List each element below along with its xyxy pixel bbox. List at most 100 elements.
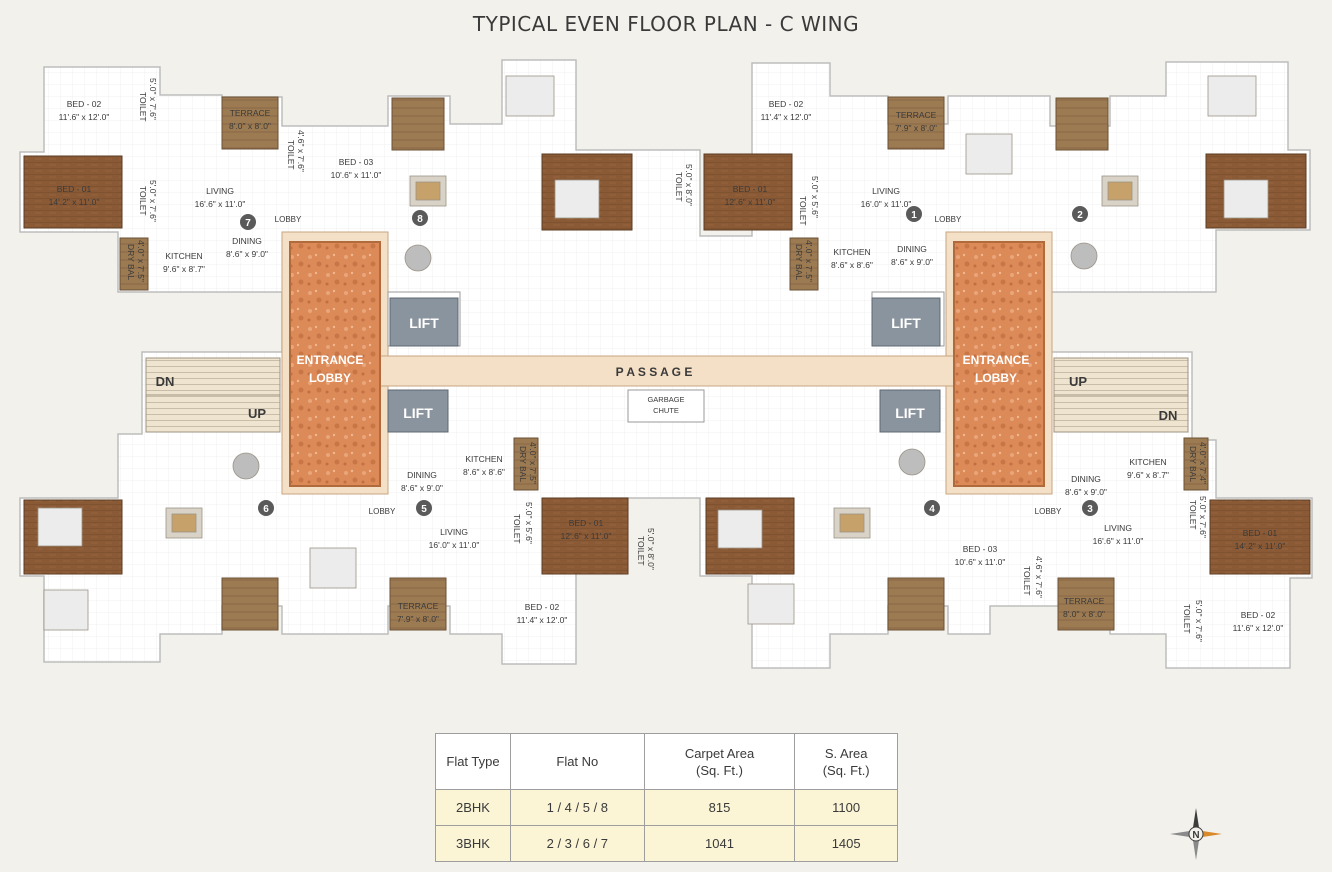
- room-dimension: 16'.0" x 11'.0": [429, 540, 480, 550]
- room-dimension: 5'.0" x 7'.6": [1198, 496, 1208, 538]
- room-label: TOILET: [286, 140, 296, 170]
- room-label: DRY BAL: [794, 244, 804, 280]
- stair-up-label: UP: [248, 406, 266, 421]
- lobby-label: LOBBY: [935, 215, 962, 224]
- room-dimension: 8'.0" x 8'.0": [1063, 609, 1105, 619]
- room-dimension: 9'.6" x 8'.7": [163, 264, 205, 274]
- lift-4: [879, 389, 941, 433]
- room-dimension: 4'.0" x 7'.5": [136, 240, 146, 282]
- room-label: LIVING: [440, 527, 468, 537]
- flat-number: 7: [245, 218, 251, 229]
- room-label: DINING: [232, 236, 262, 246]
- room-dimension: 11'.4" x 12'.0": [517, 615, 568, 625]
- lift-2: [871, 297, 941, 347]
- lift-label: LIFT: [409, 315, 439, 331]
- room-label: TERRACE: [896, 110, 937, 120]
- room-dimension: 7'.9" x 8'.0": [397, 614, 439, 624]
- room-label: TOILET: [636, 536, 646, 566]
- room-dimension: 4'.6" x 7'.6": [1034, 556, 1044, 598]
- room-dimension: 12'.6" x 11'.0": [561, 531, 612, 541]
- lift-label: LIFT: [895, 405, 925, 421]
- lobby-label: LOBBY: [369, 507, 396, 516]
- table-cell: 815: [643, 789, 796, 826]
- room-label: BED - 03: [339, 157, 374, 167]
- room-label: DINING: [407, 470, 437, 480]
- lift-3: [387, 389, 449, 433]
- entrance-lobby-left-label: LOBBY: [309, 371, 351, 385]
- stair-down-label: DN: [156, 374, 175, 389]
- room-dimension: 4'.6" x 7'.6": [296, 130, 306, 172]
- room-dimension: 5'.0" x 5'.6": [524, 502, 534, 544]
- room-label: TOILET: [512, 514, 522, 544]
- room-label: BED - 02: [769, 99, 804, 109]
- table-cell: 1041: [643, 825, 796, 862]
- room-label: KITCHEN: [165, 251, 202, 261]
- room-dimension: 9'.6" x 8'.7": [1127, 470, 1169, 480]
- room-dimension: 11'.6" x 12'.0": [1233, 623, 1284, 633]
- room-label: BED - 03: [963, 544, 998, 554]
- room-dimension: 10'.6" x 11'.0": [955, 557, 1006, 567]
- table-header: S. Area(Sq. Ft.): [794, 733, 898, 790]
- room-label: TOILET: [798, 196, 808, 226]
- terraces: [119, 96, 1209, 631]
- flat-number: 6: [263, 504, 269, 515]
- room-label: TOILET: [1188, 500, 1198, 530]
- room-label: TOILET: [138, 92, 148, 122]
- central-core: [145, 231, 1189, 495]
- stair-up-label: UP: [1069, 374, 1087, 389]
- table-header: Carpet Area(Sq. Ft.): [643, 733, 796, 790]
- area-table: Flat Type Flat No Carpet Area(Sq. Ft.) S…: [435, 733, 898, 862]
- room-label: LIVING: [206, 186, 234, 196]
- room-label: DRY BAL: [126, 244, 136, 280]
- table-cell: 3BHK: [435, 825, 511, 862]
- room-dimension: 7'.9" x 8'.0": [895, 123, 937, 133]
- room-label: BED - 01: [57, 184, 92, 194]
- room-label: LIVING: [1104, 523, 1132, 533]
- table-row: 2BHK 1 / 4 / 5 / 8 815 1100: [435, 789, 898, 826]
- passage-label: P A S S A G E: [616, 365, 693, 379]
- lift-label: LIFT: [403, 405, 433, 421]
- room-dimension: 5'.0" x 8'.0": [684, 164, 694, 206]
- room-label: DRY BAL: [1188, 446, 1198, 482]
- flat-number: 8: [417, 214, 423, 225]
- room-label: TOILET: [1182, 604, 1192, 634]
- lobby-label: LOBBY: [275, 215, 302, 224]
- room-dimension: 5'.0" x 7'.6": [148, 78, 158, 120]
- room-label: KITCHEN: [465, 454, 502, 464]
- room-label: BED - 01: [569, 518, 604, 528]
- flat-number-markers: 1 2 3 4 5 6 7 8: [240, 206, 1098, 516]
- table-cell: 2BHK: [435, 789, 511, 826]
- room-dimension: 8'.6" x 9'.0": [401, 483, 443, 493]
- room-label: TOILET: [138, 186, 148, 216]
- room-dimension: 14'.2" x 11'.0": [49, 197, 100, 207]
- stair-down-label: DN: [1159, 408, 1178, 423]
- page-title: TYPICAL EVEN FLOOR PLAN - C WING: [472, 12, 860, 36]
- room-dimension: 4'.0" x 7'.5": [528, 442, 538, 484]
- room-dimension: 11'.6" x 12'.0": [59, 112, 110, 122]
- room-dimension: 5'.0" x 5'.6": [810, 176, 820, 218]
- entrance-lobby-right: [953, 241, 1045, 487]
- room-label: BED - 02: [67, 99, 102, 109]
- flat-number: 5: [421, 504, 427, 515]
- room-dimension: 8'.6" x 9'.0": [891, 257, 933, 267]
- room-labels: BED - 02 11'.6" x 12'.0" BED - 01 14'.2"…: [49, 78, 1286, 642]
- room-label: TERRACE: [230, 108, 271, 118]
- room-label: TERRACE: [398, 601, 439, 611]
- room-label: DRY BAL: [518, 446, 528, 482]
- table-cell: 1100: [794, 789, 898, 826]
- core-labels: ENTRANCE LOBBY ENTRANCE LOBBY P A S S A …: [156, 215, 1178, 516]
- garbage-chute: [627, 389, 705, 423]
- room-label: KITCHEN: [1129, 457, 1166, 467]
- room-label: TOILET: [1022, 566, 1032, 596]
- room-label: BED - 01: [733, 184, 768, 194]
- room-dimension: 12'.6" x 11'.0": [725, 197, 776, 207]
- room-dimension: 4'.0" x 7'.5": [804, 240, 814, 282]
- lift-label: LIFT: [891, 315, 921, 331]
- compass-label: N: [1192, 830, 1199, 841]
- entrance-lobby-right-label: LOBBY: [975, 371, 1017, 385]
- room-dimension: 8'.6" x 9'.0": [226, 249, 268, 259]
- room-dimension: 4'.0" x 7'.4": [1198, 442, 1208, 484]
- lobby-label: LOBBY: [1035, 507, 1062, 516]
- room-dimension: 11'.4" x 12'.0": [761, 112, 812, 122]
- room-dimension: 8'.6" x 8'.6": [831, 260, 873, 270]
